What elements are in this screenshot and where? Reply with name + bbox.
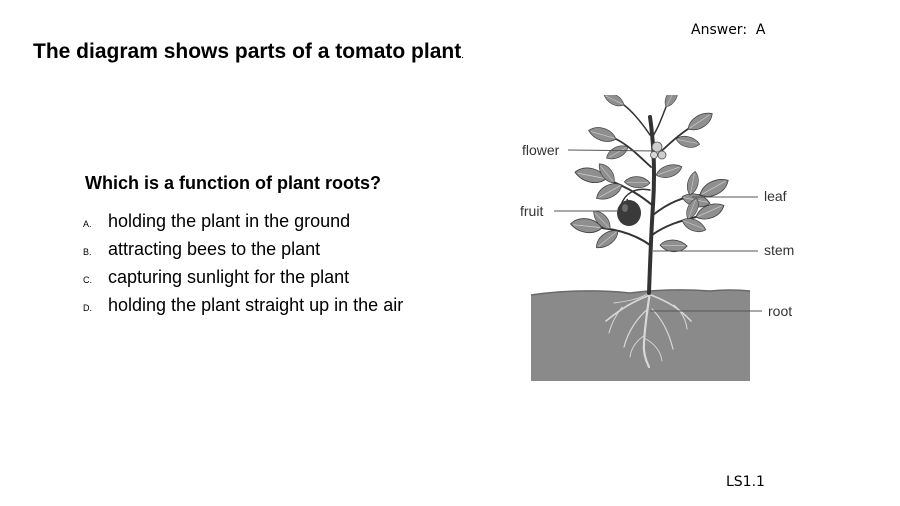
standard-code: LS1.1 (726, 474, 765, 490)
choice-letter: C. (83, 275, 92, 285)
label-leader-lines (554, 149, 762, 312)
label-stem: stem (764, 242, 794, 258)
answer-key: Answer: A (691, 22, 766, 38)
fruit-graphic (617, 198, 641, 226)
choice-text: attracting bees to the plant (108, 239, 321, 259)
choice-letter: D. (83, 303, 92, 313)
choice-d: D. holding the plant straight up in the … (83, 295, 403, 323)
choice-text: capturing sunlight for the plant (108, 267, 350, 287)
title-period: . (461, 50, 465, 61)
tomato-plant-diagram: flower fruit leaf stem root (510, 95, 810, 385)
label-root: root (768, 303, 792, 319)
soil-graphic (530, 289, 751, 381)
answer-choices: A. holding the plant in the ground B. at… (83, 211, 403, 323)
choice-letter: B. (83, 247, 92, 257)
choice-c: C. capturing sunlight for the plant (83, 267, 403, 295)
choice-text: holding the plant in the ground (108, 211, 351, 231)
choice-letter: A. (83, 219, 92, 229)
choice-a: A. holding the plant in the ground (83, 211, 403, 239)
title-text: The diagram shows parts of a tomato plan… (33, 40, 462, 63)
roots-graphic (605, 289, 692, 369)
page-title: The diagram shows parts of a tomato plan… (33, 40, 464, 64)
choice-text: holding the plant straight up in the air (108, 295, 404, 315)
label-flower: flower (522, 142, 560, 158)
choice-b: B. attracting bees to the plant (83, 239, 403, 267)
flower-graphic (650, 141, 667, 160)
question-text: Which is a function of plant roots? (85, 173, 381, 193)
label-fruit: fruit (520, 203, 543, 219)
tomato-plant-illustration: flower fruit leaf stem root (520, 95, 794, 381)
label-leaf: leaf (764, 188, 787, 204)
